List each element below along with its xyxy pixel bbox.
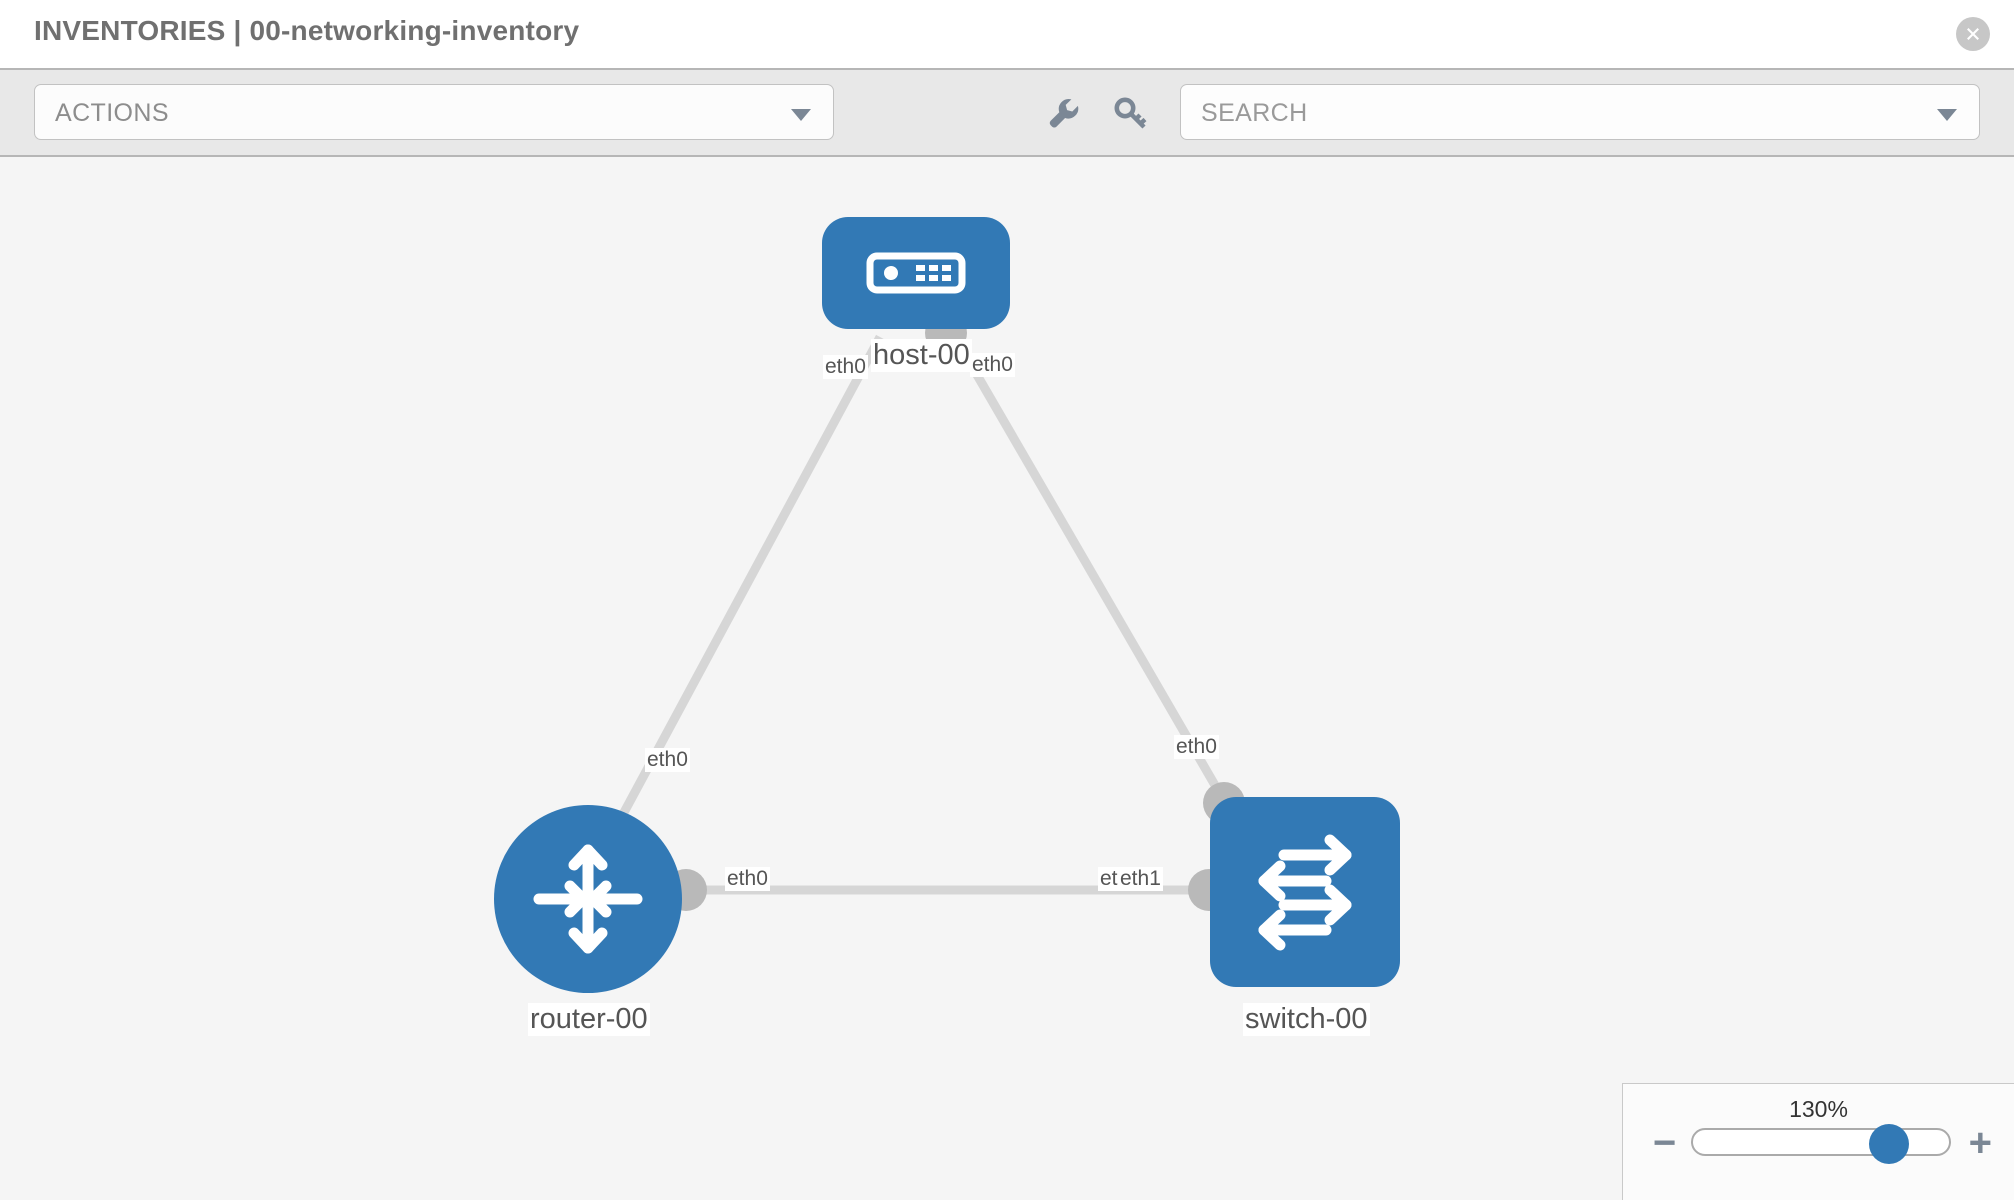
key-button[interactable]	[1110, 92, 1152, 134]
wrench-icon	[1049, 99, 1079, 128]
actions-dropdown-label: ACTIONS	[55, 99, 169, 127]
zoom-out-button[interactable]: −	[1653, 1121, 1677, 1165]
interface-label-router-mid: eth0	[725, 867, 770, 891]
interface-label-host-right: eth0	[970, 353, 1015, 377]
actions-dropdown[interactable]: ACTIONS	[34, 84, 834, 140]
interface-label-switch-mid-b: eth1	[1118, 867, 1163, 891]
chevron-down-icon	[1937, 109, 1957, 121]
search-input[interactable]: SEARCH	[1180, 84, 1980, 140]
zoom-level-label: 130%	[1789, 1096, 1848, 1122]
node-label-host-00: host-00	[871, 339, 972, 372]
zoom-slider-thumb[interactable]	[1869, 1124, 1909, 1164]
close-button[interactable]	[1956, 17, 1990, 51]
interface-label-host-left: eth0	[823, 355, 868, 379]
zoom-control-panel: 130% − +	[1622, 1083, 2014, 1200]
node-switch-00[interactable]	[1210, 797, 1400, 987]
zoom-slider[interactable]	[1691, 1124, 1951, 1164]
page-header: INVENTORIES | 00-networking-inventory	[0, 0, 2014, 68]
interface-label-switch-up: eth0	[1174, 735, 1219, 759]
search-placeholder-label: SEARCH	[1201, 99, 1308, 127]
interface-label-router-up: eth0	[645, 748, 690, 772]
node-label-router-00: router-00	[528, 1003, 650, 1036]
zoom-in-button[interactable]: +	[1968, 1121, 1992, 1165]
toolbar: ACTIONS SEARCH	[0, 68, 2014, 157]
node-label-switch-00: switch-00	[1243, 1003, 1370, 1036]
topology-canvas[interactable]: host-00 router-00 switch-00 eth0 eth0 et…	[0, 157, 2014, 1200]
wrench-button[interactable]	[1042, 92, 1084, 134]
key-icon	[1114, 97, 1147, 129]
chevron-down-icon	[791, 109, 811, 121]
close-icon	[1967, 28, 1979, 40]
switch-arrows-icon	[1258, 834, 1352, 951]
server-icon	[866, 252, 966, 294]
node-host-00[interactable]	[822, 217, 1010, 329]
router-arrows-icon	[533, 844, 643, 954]
page-title: INVENTORIES | 00-networking-inventory	[34, 15, 580, 46]
node-router-00[interactable]	[494, 805, 682, 993]
